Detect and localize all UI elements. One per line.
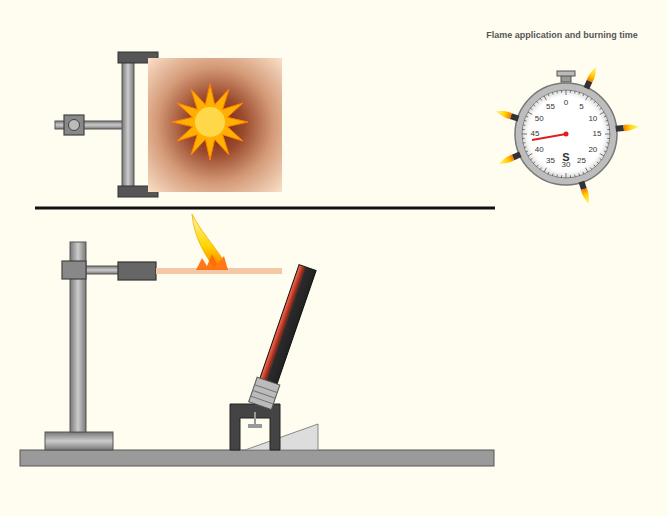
dial-number: 40 <box>535 146 544 154</box>
dial-number: 25 <box>577 157 586 165</box>
dial-number: 20 <box>588 146 597 154</box>
dial-number: 35 <box>546 157 555 165</box>
bench-plate <box>20 450 494 466</box>
retort-stand <box>45 242 156 450</box>
separator-line <box>35 207 495 210</box>
stopwatch-title: Flame application and burning time <box>486 31 638 40</box>
dial-number: 0 <box>564 99 568 107</box>
burner-flame <box>192 214 228 270</box>
burning-sample <box>148 58 282 192</box>
dial-number: 55 <box>546 103 555 111</box>
dial-number: 50 <box>535 115 544 123</box>
dial-number: 5 <box>579 103 583 111</box>
unit-label: S <box>562 152 569 163</box>
stopwatch <box>495 65 640 205</box>
ignition-star <box>172 84 248 160</box>
dial-number: 15 <box>593 130 602 138</box>
top-stand <box>55 52 158 197</box>
bunsen-burner <box>230 264 319 450</box>
dial-number: 45 <box>531 130 540 138</box>
dial-number: 10 <box>588 115 597 123</box>
